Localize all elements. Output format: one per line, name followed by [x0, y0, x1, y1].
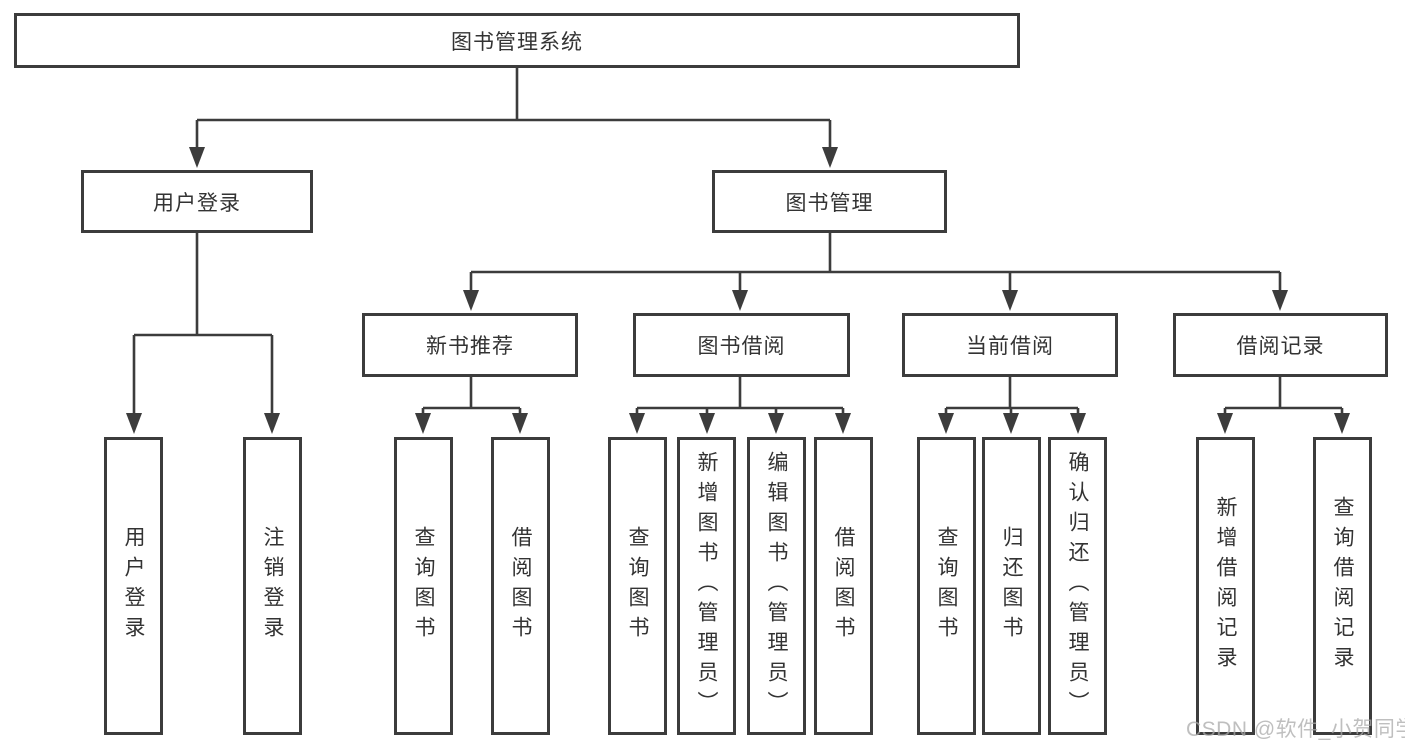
arrow-icon — [629, 413, 645, 434]
arrow-icon — [732, 290, 748, 311]
node-user-login: 用户登录 — [81, 170, 313, 233]
connector-borrow-records — [1223, 377, 1344, 417]
connector-new-book-recommend — [421, 377, 522, 417]
node-book-management: 图书管理 — [712, 170, 947, 233]
leaf-query-books-recommend: 查询图书 — [394, 437, 453, 735]
leaf-query-books-current: 查询图书 — [917, 437, 976, 735]
connector-user-login — [132, 233, 274, 416]
arrow-icon — [415, 413, 431, 434]
arrow-icon — [126, 413, 142, 434]
arrow-icon — [938, 413, 954, 434]
node-book-borrow: 图书借阅 — [633, 313, 850, 377]
leaf-add-borrow-record: 新增借阅记录 — [1196, 437, 1255, 735]
arrow-icon — [768, 413, 784, 434]
arrow-icon — [835, 413, 851, 434]
leaf-logout: 注销登录 — [243, 437, 302, 735]
leaf-confirm-return-admin: 确认归还（管理员） — [1048, 437, 1107, 735]
node-current-borrow: 当前借阅 — [902, 313, 1118, 377]
arrow-icon — [512, 413, 528, 434]
arrow-icon — [1272, 290, 1288, 311]
node-root: 图书管理系统 — [14, 13, 1020, 68]
connector-book-borrow — [635, 377, 845, 417]
arrowheads — [126, 147, 1350, 434]
connector-root — [195, 68, 832, 149]
connector-book-management — [469, 233, 1282, 293]
leaf-user-login: 用户登录 — [104, 437, 163, 735]
leaf-borrow-books-recommend: 借阅图书 — [491, 437, 550, 735]
arrow-icon — [463, 290, 479, 311]
arrow-icon — [264, 413, 280, 434]
arrow-icon — [189, 147, 205, 168]
arrow-icon — [822, 147, 838, 168]
arrow-icon — [1334, 413, 1350, 434]
arrow-icon — [699, 413, 715, 434]
leaf-return-book: 归还图书 — [982, 437, 1041, 735]
watermark: CSDN @软件_小贺同学 — [1186, 718, 1405, 741]
leaf-query-borrow-record: 查询借阅记录 — [1313, 437, 1372, 735]
arrow-icon — [1070, 413, 1086, 434]
arrow-icon — [1217, 413, 1233, 434]
node-new-book-recommend: 新书推荐 — [362, 313, 578, 377]
leaf-edit-book-admin: 编辑图书（管理员） — [747, 437, 806, 735]
leaf-query-books-borrow: 查询图书 — [608, 437, 667, 735]
arrow-icon — [1002, 290, 1018, 311]
leaf-add-book-admin: 新增图书（管理员） — [677, 437, 736, 735]
node-borrow-records: 借阅记录 — [1173, 313, 1388, 377]
connector-current-borrow — [944, 377, 1080, 417]
leaf-borrow-books-borrow: 借阅图书 — [814, 437, 873, 735]
arrow-icon — [1003, 413, 1019, 434]
